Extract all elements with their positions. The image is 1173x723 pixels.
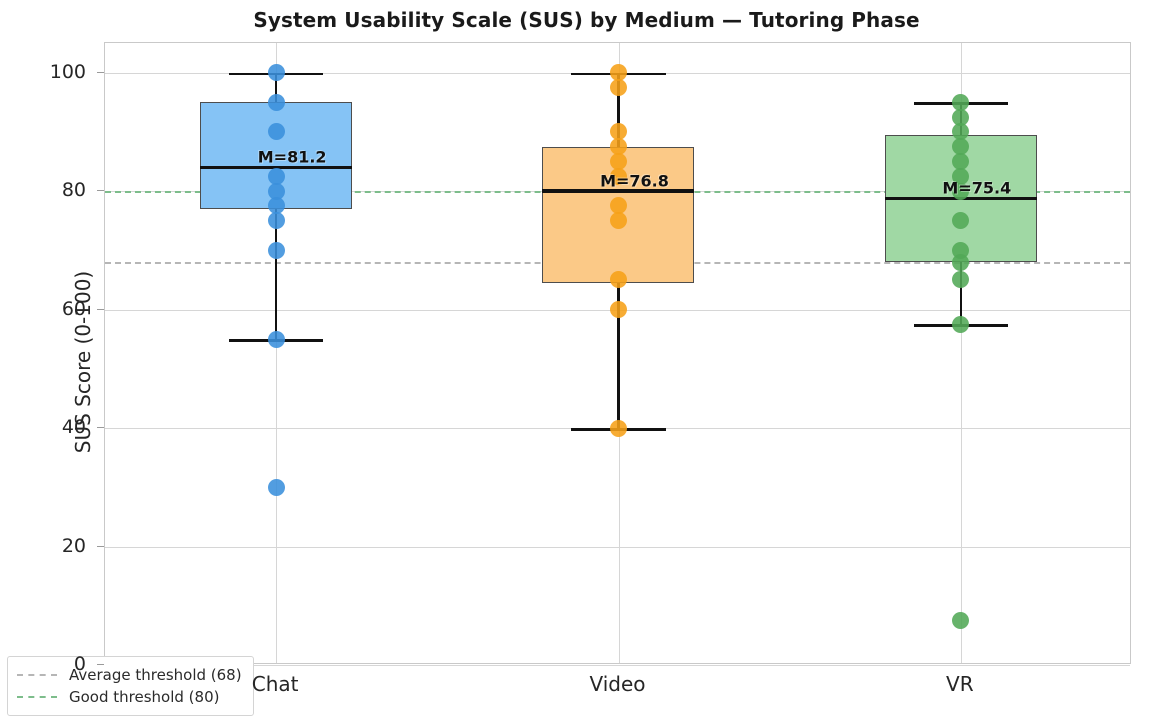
mean-label: M=75.4 [942, 178, 1012, 198]
mean-label: M=81.2 [257, 147, 327, 167]
legend-label: Average threshold (68) [69, 666, 242, 684]
data-point [267, 167, 285, 185]
data-point [267, 212, 285, 230]
y-tick-label: 60 [61, 297, 86, 320]
data-point [952, 152, 970, 170]
median-line [200, 165, 353, 170]
boxplot-vr[interactable]: M=75.4 [790, 43, 1132, 663]
data-point [952, 271, 970, 289]
data-point [609, 152, 627, 170]
legend-label: Good threshold (80) [69, 688, 220, 706]
data-point [267, 64, 285, 82]
median-line [542, 189, 695, 193]
legend-item[interactable]: Average threshold (68) [17, 664, 242, 686]
data-point [609, 301, 627, 319]
data-point [609, 123, 627, 141]
data-point [952, 212, 970, 230]
y-tick-label: 100 [49, 60, 86, 83]
data-point [609, 167, 627, 185]
data-point [267, 93, 285, 111]
legend: Average threshold (68) Good threshold (80… [7, 656, 254, 716]
y-tick-mark [97, 664, 104, 665]
data-point [267, 478, 285, 496]
legend-item[interactable]: Good threshold (80) [17, 686, 242, 708]
data-point [267, 123, 285, 141]
x-tick-label-video: Video [589, 672, 646, 696]
legend-dashed-line-icon [17, 696, 57, 698]
y-tick-mark [97, 190, 104, 192]
page-title: System Usability Scale (SUS) by Medium —… [253, 8, 920, 32]
data-point [952, 315, 970, 333]
data-point [609, 271, 627, 289]
data-point [952, 93, 970, 111]
x-tick-label-chat: Chat [251, 672, 299, 696]
gridline-horizontal [105, 665, 1130, 666]
gridline-horizontal [105, 546, 1130, 548]
data-point [952, 253, 970, 271]
data-point [952, 123, 970, 141]
boxplot-video[interactable]: M=76.8 [447, 43, 789, 663]
data-point [609, 197, 627, 215]
y-tick-label: 0 [73, 653, 86, 675]
data-point [267, 182, 285, 200]
data-point [267, 197, 285, 215]
data-point [952, 612, 970, 630]
x-tick-label-vr: VR [946, 672, 974, 696]
data-point [267, 330, 285, 348]
data-point [609, 78, 627, 96]
mean-label: M=76.8 [600, 171, 669, 191]
data-point [609, 212, 627, 230]
gridline-vertical [276, 43, 278, 663]
data-point [609, 138, 627, 156]
boxplot-chat[interactable]: M=81.2 [105, 43, 447, 663]
gridline-vertical [960, 43, 962, 663]
data-point [609, 419, 627, 437]
y-tick-mark [97, 427, 104, 429]
data-point [952, 182, 970, 200]
data-point [267, 241, 285, 259]
data-point [952, 108, 970, 126]
y-tick-mark [97, 308, 104, 310]
legend-dashed-line-icon [17, 674, 57, 676]
y-tick-mark [97, 545, 104, 547]
data-point [952, 167, 970, 185]
y-tick-mark [97, 71, 104, 73]
data-point [952, 138, 970, 156]
y-tick-label: 40 [61, 416, 86, 439]
data-point [609, 64, 627, 82]
y-tick-label: 20 [61, 534, 86, 557]
y-tick-label: 80 [61, 179, 86, 202]
